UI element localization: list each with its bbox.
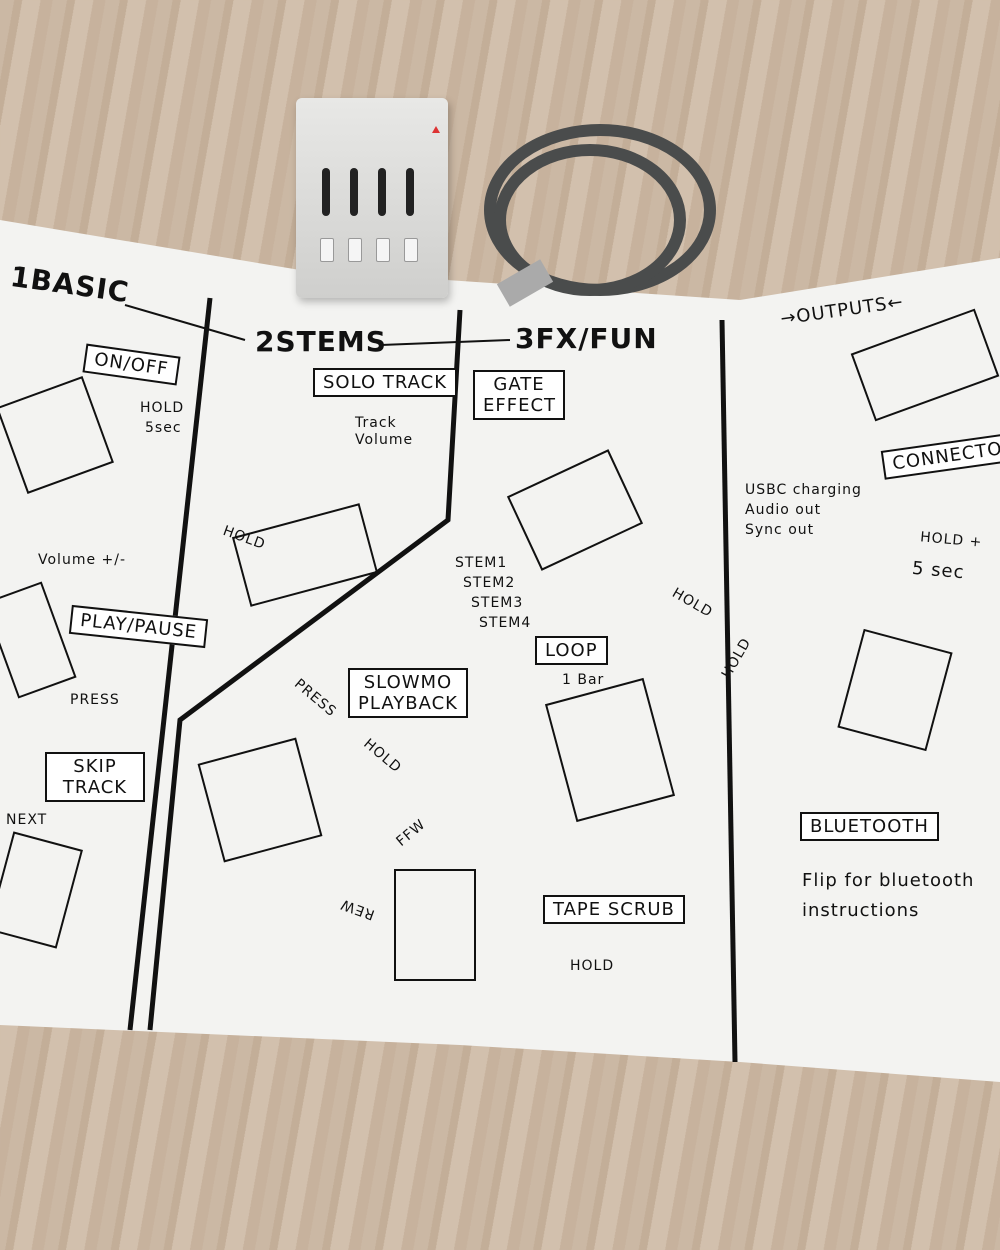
hold-label: HOLD [140,400,185,416]
button-1 [320,238,334,262]
usbc-charging-label: USBC charging [745,482,862,498]
five-sec-label: 5sec [145,420,182,436]
gate-effect-label: GATE EFFECT [473,370,565,420]
hold-label-scrub: HOLD [570,958,615,974]
loop-label: LOOP [535,636,608,665]
one-bar-label: 1 Bar [562,672,605,688]
stem-1-label: STEM1 [455,555,508,571]
sync-out-label: Sync out [745,522,815,538]
slider-4 [406,168,414,216]
divider-line-3 [719,319,738,1063]
stem-4-label: STEM4 [479,615,532,631]
section-fx: 3FX/FUN [515,322,658,355]
stem-3-label: STEM3 [471,595,524,611]
section-stems: 2STEMS [255,325,387,358]
arrow-basic-stems [124,304,246,341]
divider-line-1 [127,297,213,1031]
skip-track-label: SKIP TRACK [45,752,145,802]
button-2 [348,238,362,262]
button-3 [376,238,390,262]
usb-plug-icon [496,259,554,307]
divider-line-2 [147,309,463,1031]
audio-out-label: Audio out [745,502,822,518]
slider-2 [350,168,358,216]
arrow-stems-fx [379,339,511,346]
slider-1 [322,168,330,216]
stem-2-label: STEM2 [463,575,516,591]
press-label: PRESS [70,692,120,708]
cable-icon [484,124,716,296]
five-sec-label-bt: 5 sec [911,557,966,584]
power-indicator-icon [432,126,440,133]
solo-track-label: SOLO TRACK [313,368,458,397]
volume-label: Volume +/- [38,552,127,568]
stem-player-device [296,98,448,298]
track-volume-label: Track Volume [355,415,414,448]
bluetooth-label: BLUETOOTH [800,812,939,841]
tape-scrub-label: TAPE SCRUB [543,895,685,924]
slider-3 [378,168,386,216]
button-4 [404,238,418,262]
sketch-drawings [0,308,1000,981]
slowmo-playback-label: SLOWMO PLAYBACK [348,668,468,718]
paper-sheet [0,220,1000,1082]
bluetooth-flip-note: Flip for bluetooth instructions [802,870,975,921]
next-label: NEXT [6,812,48,828]
